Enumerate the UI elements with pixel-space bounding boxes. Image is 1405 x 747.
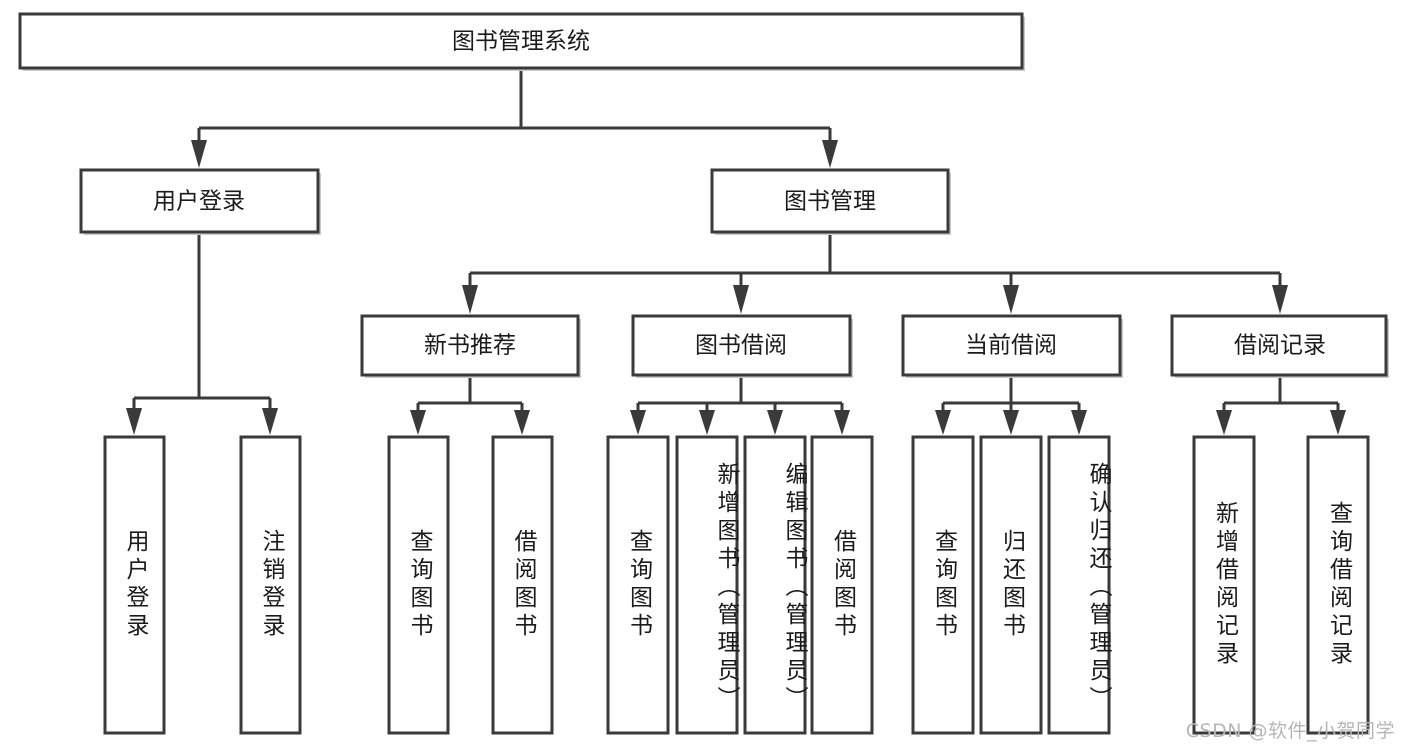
- node-new-book-label: 新书推荐: [424, 333, 516, 359]
- node-borrow-record-label: 借阅记录: [1234, 333, 1326, 359]
- leaf-box-currentborrow-query[interactable]: [911, 435, 975, 735]
- arrowhead-bookborrow-leaf-3: [767, 410, 783, 435]
- leaf-box-user-login[interactable]: [103, 435, 166, 735]
- node-current-borrow-box[interactable]: [901, 314, 1122, 377]
- arrowhead-user-login: [191, 140, 207, 168]
- arrowhead-currentborrow-leaf-2: [1003, 410, 1019, 435]
- watermark-text: CSDN @软件_小贺同学: [1185, 720, 1395, 742]
- arrowhead-leaf-user-login: [126, 408, 142, 435]
- node-new-book-box[interactable]: [360, 314, 580, 377]
- node-user-login-label: 用户登录: [153, 189, 245, 215]
- arrowhead-bookborrow-leaf-2: [699, 410, 715, 435]
- arrowhead-bookborrow-leaf-4: [834, 410, 850, 435]
- arrowhead-book-borrow: [733, 285, 749, 314]
- node-book-manage-label: 图书管理: [784, 189, 876, 215]
- arrowhead-current-borrow: [1003, 285, 1019, 314]
- leaf-box-newbook-query[interactable]: [387, 435, 450, 735]
- leaf-box-record-add[interactable]: [1192, 435, 1256, 735]
- leaf-box-newbook-borrow[interactable]: [491, 435, 554, 735]
- connector-group: [126, 68, 1346, 435]
- node-book-borrow-label: 图书借阅: [695, 333, 787, 359]
- leaf-box-currentborrow-confirm[interactable]: [1047, 435, 1111, 735]
- node-root-label: 图书管理系统: [452, 29, 590, 55]
- arrowhead-bookborrow-leaf-1: [630, 410, 646, 435]
- arrowhead-borrowrecord-leaf-2: [1330, 410, 1346, 435]
- arrowhead-leaf-logout: [262, 408, 278, 435]
- arrowhead-currentborrow-leaf-1: [935, 410, 951, 435]
- leaf-box-bookborrow-query[interactable]: [606, 435, 670, 735]
- leaf-box-bookborrow-lend[interactable]: [810, 435, 874, 735]
- arrowhead-borrowrecord-leaf-1: [1216, 410, 1232, 435]
- node-user-login-box[interactable]: [79, 168, 320, 234]
- arrowhead-newbook-leaf-1: [410, 410, 426, 435]
- arrowhead-new-book: [462, 285, 478, 314]
- leaf-box-logout[interactable]: [239, 435, 302, 735]
- leaf-box-bookborrow-edit[interactable]: [743, 435, 807, 735]
- node-book-borrow-box[interactable]: [631, 314, 852, 377]
- node-borrow-record-box[interactable]: [1170, 314, 1388, 377]
- arrowhead-newbook-leaf-2: [514, 410, 530, 435]
- node-current-borrow-label: 当前借阅: [965, 333, 1057, 359]
- leaf-box-record-query[interactable]: [1306, 435, 1370, 735]
- node-book-manage-box[interactable]: [710, 168, 950, 234]
- node-root-box[interactable]: [18, 12, 1024, 70]
- arrowhead-currentborrow-leaf-3: [1071, 410, 1087, 435]
- arrowhead-borrow-record: [1272, 285, 1288, 314]
- arrowhead-book-manage: [822, 140, 838, 168]
- leaf-box-currentborrow-return[interactable]: [979, 435, 1043, 735]
- leaf-box-bookborrow-add[interactable]: [675, 435, 739, 735]
